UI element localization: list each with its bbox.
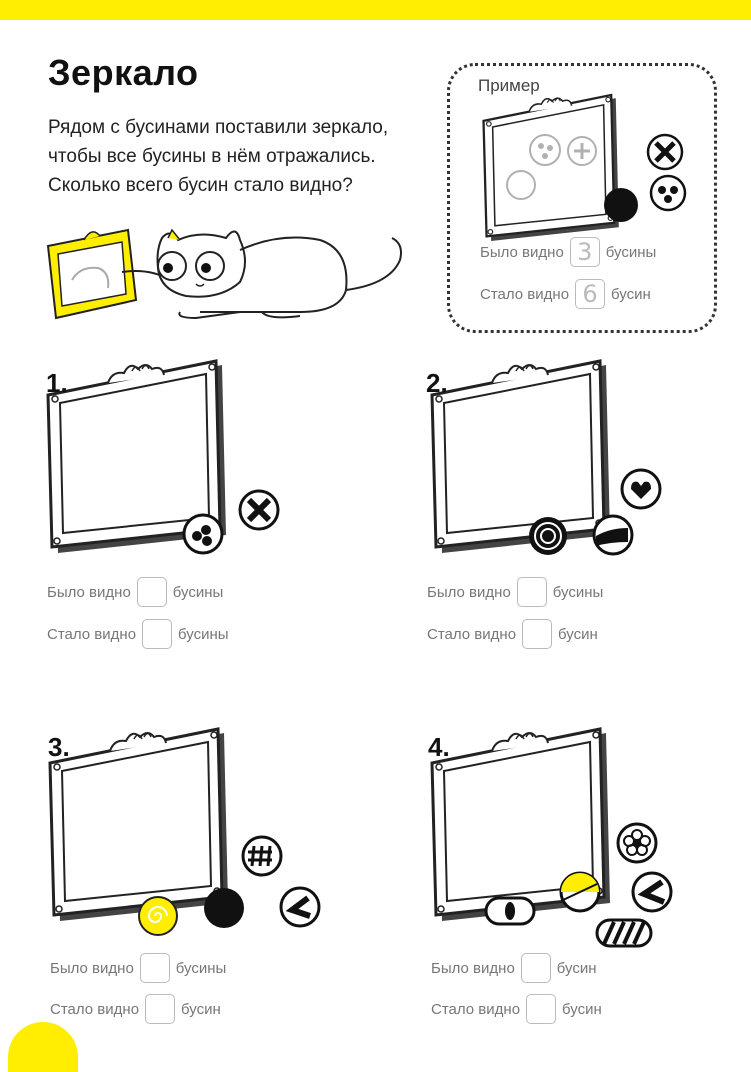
example-before-label: Было видно — [480, 243, 564, 261]
task-2-before-label: Было видно — [427, 583, 511, 601]
example-label: Пример — [478, 76, 540, 95]
example-reflections — [506, 134, 597, 200]
example-panel — [447, 63, 717, 333]
task-3-before-unit: бусины — [175, 959, 227, 977]
task-2-mirror — [430, 359, 612, 555]
task-1-beads — [182, 489, 280, 555]
task-2-after-label: Стало видно — [427, 625, 517, 643]
task-2-after-row: Стало видно бусин — [427, 618, 598, 650]
example-after-label: Стало видно — [480, 285, 570, 303]
task-3-before-label: Было видно — [50, 959, 134, 977]
task-1-before-label: Было видно — [47, 583, 131, 601]
task-4-after-unit: бусин — [562, 1000, 602, 1018]
task-4-beads — [484, 822, 673, 948]
task-1-after-row: Стало видно бусины — [47, 618, 229, 650]
task-2-before-box[interactable] — [516, 577, 547, 607]
task-1-before-row: Было видно бусины — [47, 576, 223, 608]
task-1-after-label: Стало видно — [47, 625, 137, 643]
task-3-after-row: Стало видно бусин — [50, 993, 221, 1025]
task-3-before-box[interactable] — [139, 953, 170, 983]
example-before-unit: бусины — [605, 243, 657, 261]
task-4-before-box[interactable] — [520, 953, 551, 983]
task-4-before-unit: бусин — [556, 959, 597, 977]
task-4-after-row: Стало видно бусин — [431, 993, 602, 1025]
task-3-after-box[interactable] — [145, 994, 176, 1024]
task-2-number: 2. — [426, 368, 448, 398]
instruction-line: Сколько всего бусин стало видно? — [48, 175, 353, 196]
task-1-before-box[interactable] — [136, 577, 167, 607]
task-4-before-row: Было видно бусин — [431, 952, 597, 984]
cat-illustration — [46, 228, 402, 320]
task-1-number: 1. — [46, 368, 68, 398]
task-4-before-label: Было видно — [431, 959, 515, 977]
instructions: Рядом с бусинами поставили зеркало, чтоб… — [48, 113, 428, 200]
instruction-line: чтобы все бусины в нём отражались. — [48, 146, 376, 167]
task-2-before-unit: бусины — [552, 583, 604, 601]
example-beads — [604, 133, 687, 222]
task-3-number: 3. — [48, 732, 70, 762]
example-before-box: 3 — [569, 237, 600, 267]
top-accent-bar — [0, 0, 751, 20]
example-before-row: Было видно 3 бусины — [480, 236, 656, 268]
example-after-unit: бусин — [611, 285, 651, 303]
task-1-after-unit: бусины — [178, 625, 229, 643]
task-3-after-label: Стало видно — [50, 1000, 140, 1018]
illustrations — [46, 93, 687, 948]
task-3-before-row: Было видно бусины — [50, 952, 226, 984]
task-1-before-unit: бусины — [172, 583, 224, 601]
example-mirror — [482, 93, 620, 243]
task-1-after-box[interactable] — [142, 619, 173, 649]
task-3-beads — [138, 835, 321, 936]
task-2-beads — [529, 468, 662, 556]
task-4-after-label: Стало видно — [431, 1000, 521, 1018]
task-2-after-unit: бусин — [558, 625, 598, 643]
page-title: Зеркало — [48, 52, 199, 93]
task-2-before-row: Было видно бусины — [427, 576, 603, 608]
example-after-box: 6 — [575, 279, 606, 309]
task-4-after-box[interactable] — [526, 994, 557, 1024]
task-3-mirror — [48, 727, 230, 923]
task-4-number: 4. — [428, 732, 450, 762]
task-2-after-box[interactable] — [522, 619, 553, 649]
instruction-line: Рядом с бусинами поставили зеркало, — [48, 117, 389, 138]
example-after-row: Стало видно 6 бусин — [480, 278, 651, 310]
task-3-after-unit: бусин — [181, 1000, 221, 1018]
